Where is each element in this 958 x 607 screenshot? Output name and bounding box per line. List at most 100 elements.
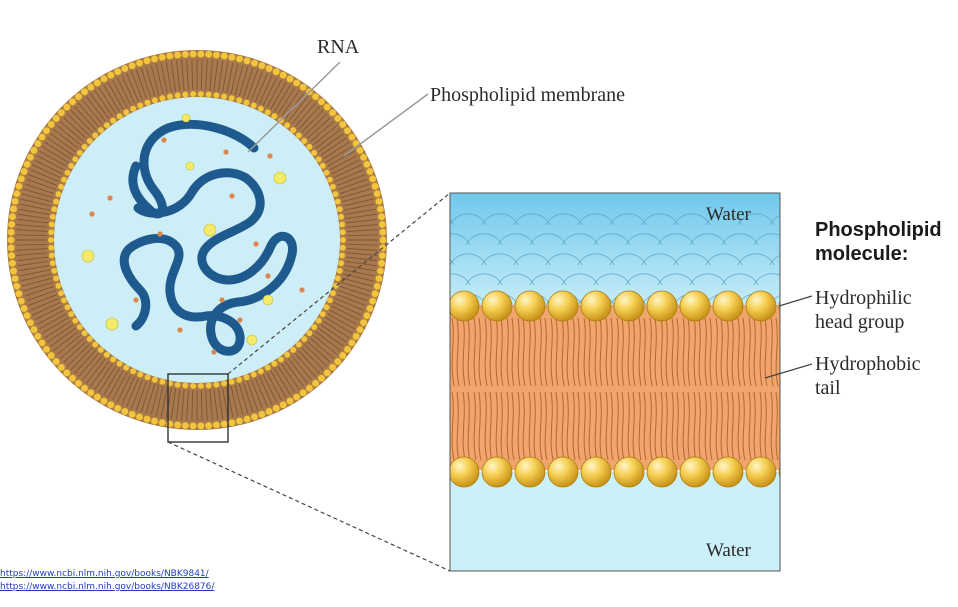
lipid-head — [135, 413, 144, 421]
lipid-tail — [770, 317, 774, 387]
membrane-tail — [262, 77, 278, 106]
lipid-head — [348, 133, 356, 141]
membrane-tail — [191, 389, 194, 421]
lipid-tail — [456, 391, 460, 461]
lipid-head — [310, 323, 318, 331]
membrane-tail — [90, 361, 110, 387]
lipid-tail — [687, 317, 691, 387]
lipid-tail — [533, 317, 537, 387]
lipid-tail — [489, 317, 493, 387]
membrane-tail — [344, 208, 376, 215]
membrane-tail — [274, 368, 291, 396]
lipid-tail — [555, 317, 559, 387]
lipid-head — [7, 220, 16, 229]
bilayer-closeup — [450, 193, 854, 571]
membrane-tail — [304, 113, 328, 136]
lipid-head — [257, 367, 265, 375]
membrane-tail — [186, 59, 189, 91]
membrane-tail — [325, 317, 353, 334]
lipid-head-closeup — [679, 290, 711, 322]
lipid-head-closeup — [613, 290, 645, 322]
lipid-head — [13, 282, 21, 291]
lipid-head — [371, 182, 379, 191]
membrane-tail — [345, 213, 377, 220]
lipid-head — [9, 205, 18, 213]
lipid-head — [47, 236, 55, 244]
membrane-tail — [47, 137, 74, 156]
membrane-tail — [331, 305, 360, 321]
lipid-head — [338, 120, 347, 129]
rna-label: RNA — [317, 36, 360, 58]
lipid-tail — [753, 317, 757, 387]
lipid-head — [17, 175, 26, 183]
lipid-head — [52, 114, 60, 123]
lipid-tail — [693, 391, 697, 461]
membrane-tail — [135, 69, 148, 99]
lipid-head — [375, 197, 383, 206]
source-link-2[interactable]: https://www.ncbi.nlm.nih.gov/books/NBK26… — [0, 582, 215, 592]
lipid-head — [299, 388, 307, 397]
orange-particle — [133, 297, 139, 303]
membrane-tail — [277, 87, 296, 115]
membrane-tail — [343, 203, 375, 211]
lipid-head — [338, 351, 347, 360]
lipid-tail — [632, 391, 636, 461]
water-scale — [450, 298, 455, 306]
lipid-head — [72, 155, 79, 163]
lipid-tail — [550, 317, 554, 387]
lipid-head — [116, 112, 123, 120]
membrane-tail — [19, 203, 51, 211]
lipid-head — [34, 139, 42, 148]
lipid-tail — [605, 391, 609, 461]
lipid-head — [87, 388, 95, 397]
head-group-label: Hydrophilic head group — [815, 286, 912, 334]
membrane-tail — [59, 121, 84, 143]
water-scale — [609, 213, 647, 226]
lipid-tail — [665, 391, 669, 461]
lipid-tail — [737, 391, 741, 461]
lipid-tail — [643, 317, 647, 387]
lipid-head — [272, 67, 280, 76]
closeup-frame — [449, 192, 781, 572]
lipid-tail — [588, 317, 592, 387]
water-scale — [818, 274, 854, 285]
lipid-head — [376, 267, 385, 275]
lipid-head — [272, 404, 280, 413]
lipid-tail — [456, 317, 460, 387]
membrane-tail — [346, 248, 378, 251]
orange-particle — [157, 231, 163, 237]
membrane-tail — [140, 382, 152, 413]
lipid-head — [135, 59, 144, 67]
membrane-tail — [94, 90, 113, 117]
water-scale — [705, 213, 743, 226]
membrane-tail — [209, 389, 213, 421]
membrane-tail — [288, 96, 308, 122]
lipid-head — [144, 374, 151, 381]
lipid-head — [121, 407, 129, 416]
membrane-tail — [226, 62, 234, 94]
zoom-line-top — [227, 192, 451, 375]
lipid-head — [295, 341, 303, 348]
membrane-tail — [238, 66, 249, 97]
lipid-tail — [594, 317, 598, 387]
lipid-head — [352, 332, 360, 341]
membrane-tail — [150, 64, 160, 96]
lipid-tail — [484, 391, 488, 461]
membrane-tail — [345, 260, 377, 267]
lipid-tail — [561, 391, 565, 461]
lipid-head — [52, 198, 60, 205]
lipid-head — [366, 167, 374, 176]
lipid-head — [220, 380, 228, 387]
source-link-1[interactable]: https://www.ncbi.nlm.nih.gov/books/NBK98… — [0, 569, 209, 579]
membrane-tail — [281, 363, 300, 390]
lipid-tail — [660, 391, 664, 461]
yellow-particle — [262, 294, 274, 306]
membrane-tail — [288, 358, 308, 384]
membrane-tail — [160, 62, 168, 94]
water-scale — [497, 233, 535, 246]
membrane-tail — [217, 60, 224, 92]
lipid-head — [173, 421, 182, 429]
lipid-head — [8, 212, 17, 221]
lipid-head — [315, 155, 322, 163]
lipid-head — [311, 379, 320, 388]
